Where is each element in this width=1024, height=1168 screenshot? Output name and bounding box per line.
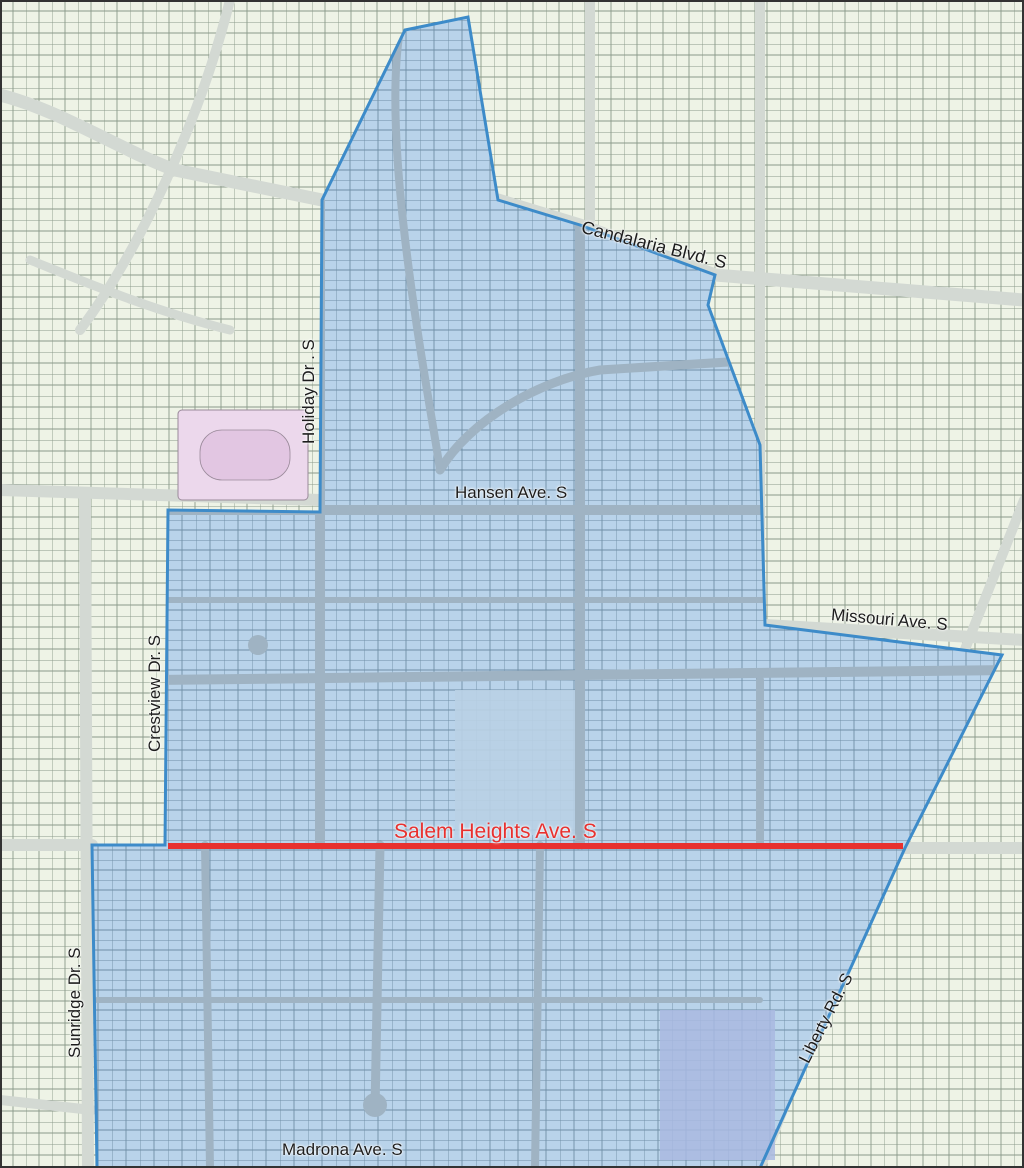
school-campus (455, 690, 575, 835)
neighborhood-area (90, 15, 1005, 1168)
park-area (660, 1010, 775, 1160)
street-label-hansen: Hansen Ave. S (455, 483, 568, 502)
street-label-crestview: Crestview Dr. S (145, 634, 164, 752)
street-label-holiday: Holiday Dr . S (299, 339, 318, 444)
street-label-sunridge: Sunridge Dr. S (65, 947, 84, 1058)
street-label-salem-heights: Salem Heights Ave. S (394, 820, 597, 843)
street-label-madrona: Madrona Ave. S (282, 1140, 403, 1159)
